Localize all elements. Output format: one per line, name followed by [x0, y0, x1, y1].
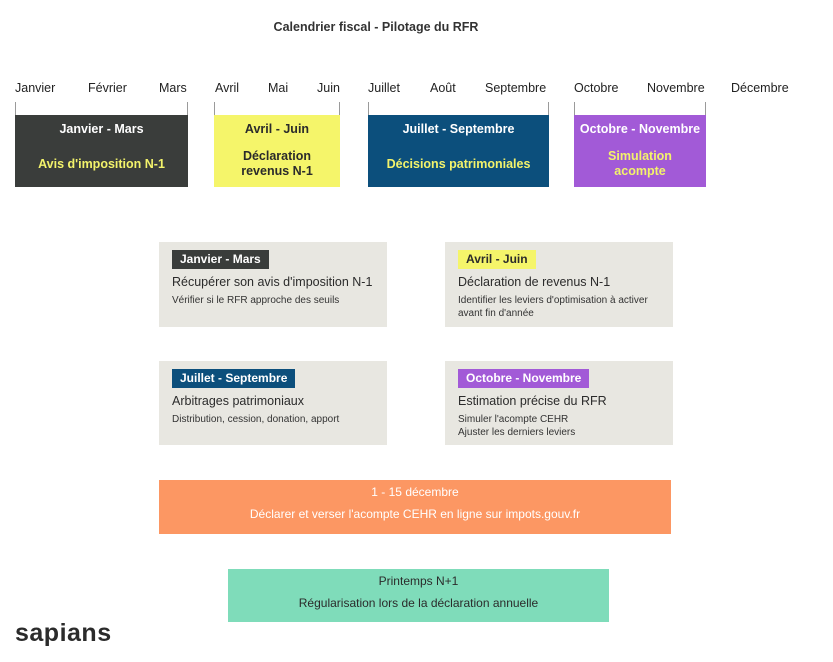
detail-card-q2: Avril - Juin Déclaration de revenus N-1 …: [445, 242, 673, 327]
banner-period: 1 - 15 décembre: [371, 485, 459, 499]
month-label: Septembre: [485, 81, 547, 95]
card-title: Estimation précise du RFR: [458, 394, 607, 408]
card-title: Récupérer son avis d'imposition N-1: [172, 275, 373, 289]
month-label: Mai: [268, 81, 289, 95]
month-label: Février: [88, 81, 127, 95]
timeline-tick: [214, 102, 215, 115]
banner-period: Printemps N+1: [378, 574, 459, 588]
period-badge: Avril - Juin: [458, 250, 536, 269]
month-label: Janvier: [15, 81, 56, 95]
quarter-period: Octobre - Novembre: [579, 122, 701, 136]
quarter-period: Avril - Juin: [244, 122, 310, 136]
quarter-box-q3: Juillet - Septembre Décisions patrimonia…: [368, 115, 549, 187]
month-label: Novembre: [647, 81, 705, 95]
detail-card-q4: Octobre - Novembre Estimation précise du…: [445, 361, 673, 445]
month-label: Décembre: [731, 81, 789, 95]
card-description: Distribution, cession, donation, apport: [172, 414, 340, 425]
timeline-tick: [368, 102, 369, 115]
sapians-logo: sapians: [15, 619, 112, 647]
quarter-box-q4: Octobre - Novembre Simulation acompte: [574, 115, 706, 187]
month-label: Juillet: [368, 81, 400, 95]
month-label: Avril: [215, 81, 240, 95]
card-title: Déclaration de revenus N-1: [458, 275, 611, 289]
quarter-subtitle: Simulation acompte: [608, 149, 672, 178]
timeline-tick: [15, 102, 16, 115]
month-label: Octobre: [574, 81, 619, 95]
timeline-tick: [705, 102, 706, 115]
quarter-subtitle: Décisions patrimoniales: [386, 156, 531, 171]
card-title: Arbitrages patrimoniaux: [172, 394, 305, 408]
period-badge: Juillet - Septembre: [172, 369, 296, 388]
detail-card-q3: Juillet - Septembre Arbitrages patrimoni…: [159, 361, 387, 445]
quarter-period: Janvier - Mars: [59, 122, 144, 136]
card-description: Vérifier si le RFR approche des seuils: [172, 295, 340, 306]
month-label: Mars: [159, 81, 187, 95]
december-banner: 1 - 15 décembre Déclarer et verser l'aco…: [159, 480, 671, 534]
quarter-box-q1: Janvier - Mars Avis d'imposition N-1: [15, 115, 188, 187]
timeline-tick: [574, 102, 575, 115]
month-label: Août: [430, 81, 456, 95]
quarter-box-q2: Avril - Juin Déclaration revenus N-1: [214, 115, 340, 187]
timeline-tick: [187, 102, 188, 115]
quarter-period: Juillet - Septembre: [402, 122, 515, 136]
period-badge: Janvier - Mars: [172, 250, 269, 269]
card-description: Simuler l'acompte CEHR Ajuster les derni…: [458, 414, 576, 438]
timeline-tick: [548, 102, 549, 115]
banner-text: Déclarer et verser l'acompte CEHR en lig…: [249, 507, 581, 521]
spring-banner: Printemps N+1 Régularisation lors de la …: [228, 569, 609, 622]
timeline-tick: [339, 102, 340, 115]
month-label: Juin: [317, 81, 340, 95]
period-badge: Octobre - Novembre: [458, 369, 590, 388]
quarter-subtitle: Déclaration revenus N-1: [241, 149, 313, 178]
card-description: Identifier les leviers d'optimisation à …: [458, 295, 648, 319]
detail-card-q1: Janvier - Mars Récupérer son avis d'impo…: [159, 242, 387, 327]
page-title: Calendrier fiscal - Pilotage du RFR: [273, 20, 479, 34]
quarter-subtitle: Avis d'imposition N-1: [38, 156, 165, 171]
banner-text: Régularisation lors de la déclaration an…: [298, 596, 539, 610]
